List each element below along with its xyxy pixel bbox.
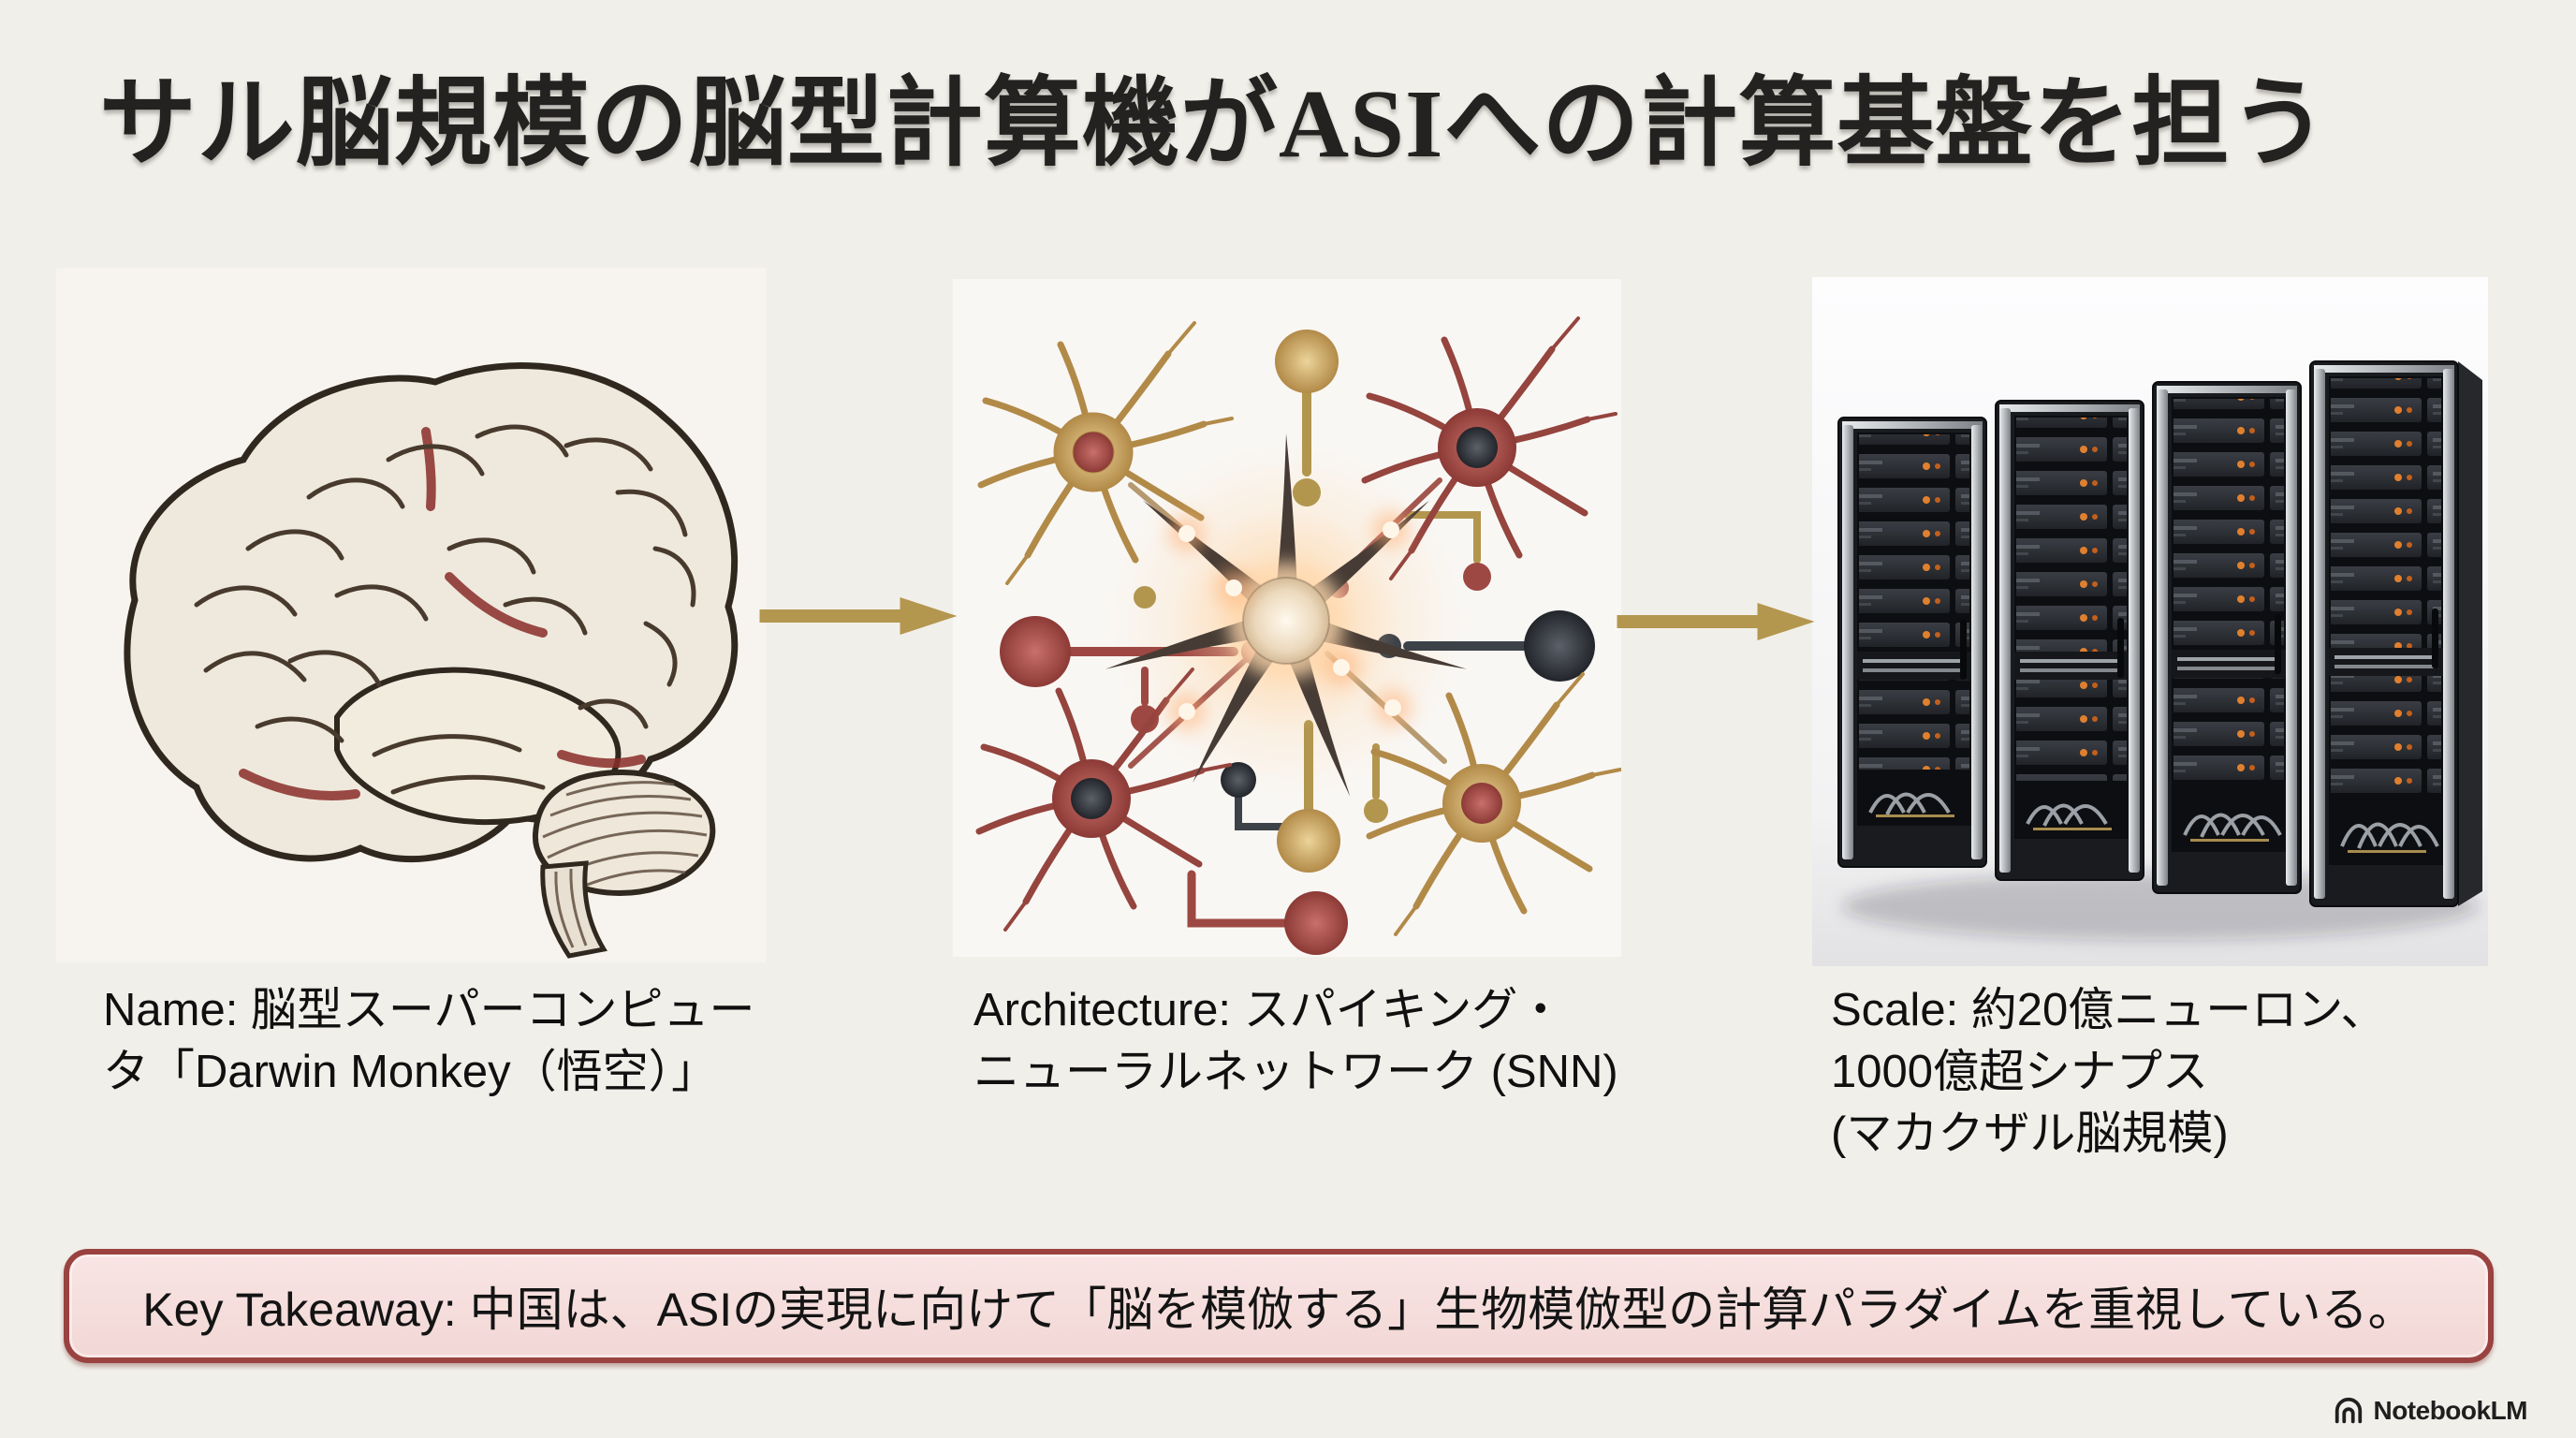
key-takeaway-text: Key Takeaway: 中国は、ASIの実現に向けて「脳を模倣する」生物模倣…: [142, 1284, 2415, 1336]
brand-name: NotebookLM: [2373, 1396, 2527, 1425]
figure-servers: [1812, 277, 2488, 966]
arrow-icon: [1617, 603, 1815, 640]
notebooklm-logo-icon: [2335, 1397, 2363, 1424]
caption-line: 1000億超シナプス: [1831, 1047, 2209, 1097]
figure-brain: [56, 268, 766, 962]
caption-line: ニューラルネットワーク (SNN): [973, 1047, 1618, 1097]
notebooklm-watermark: NotebookLM: [2333, 1393, 2527, 1429]
caption-snn: Architecture: スパイキング・ ニューラルネットワーク (SNN): [973, 979, 1618, 1103]
caption-line: (マカクザル脳規模): [1831, 1108, 2229, 1159]
key-takeaway-box: Key Takeaway: 中国は、ASIの実現に向けて「脳を模倣する」生物模倣…: [64, 1249, 2494, 1363]
figure-snn: [953, 279, 1621, 957]
caption-servers: Scale: 約20億ニューロン、 1000億超シナプス (マカクザル脳規模): [1831, 979, 2386, 1165]
caption-line: Scale: 約20億ニューロン、: [1831, 985, 2387, 1035]
spiking-neural-network-illustration: [953, 279, 1621, 957]
caption-line: Architecture: スパイキング・: [973, 985, 1564, 1035]
caption-brain: Name: 脳型スーパーコンピュー タ「Darwin Monkey（悟空）」: [103, 979, 754, 1103]
page-title: サル脳規模の脳型計算機がASIへの計算基盤を担う: [99, 70, 2329, 178]
arrow-icon: [759, 597, 958, 635]
brain-illustration: [56, 268, 766, 962]
caption-line: Name: 脳型スーパーコンピュー: [103, 985, 755, 1035]
server-racks-photo: [1812, 277, 2488, 966]
caption-line: タ「Darwin Monkey（悟空）」: [103, 1047, 718, 1097]
